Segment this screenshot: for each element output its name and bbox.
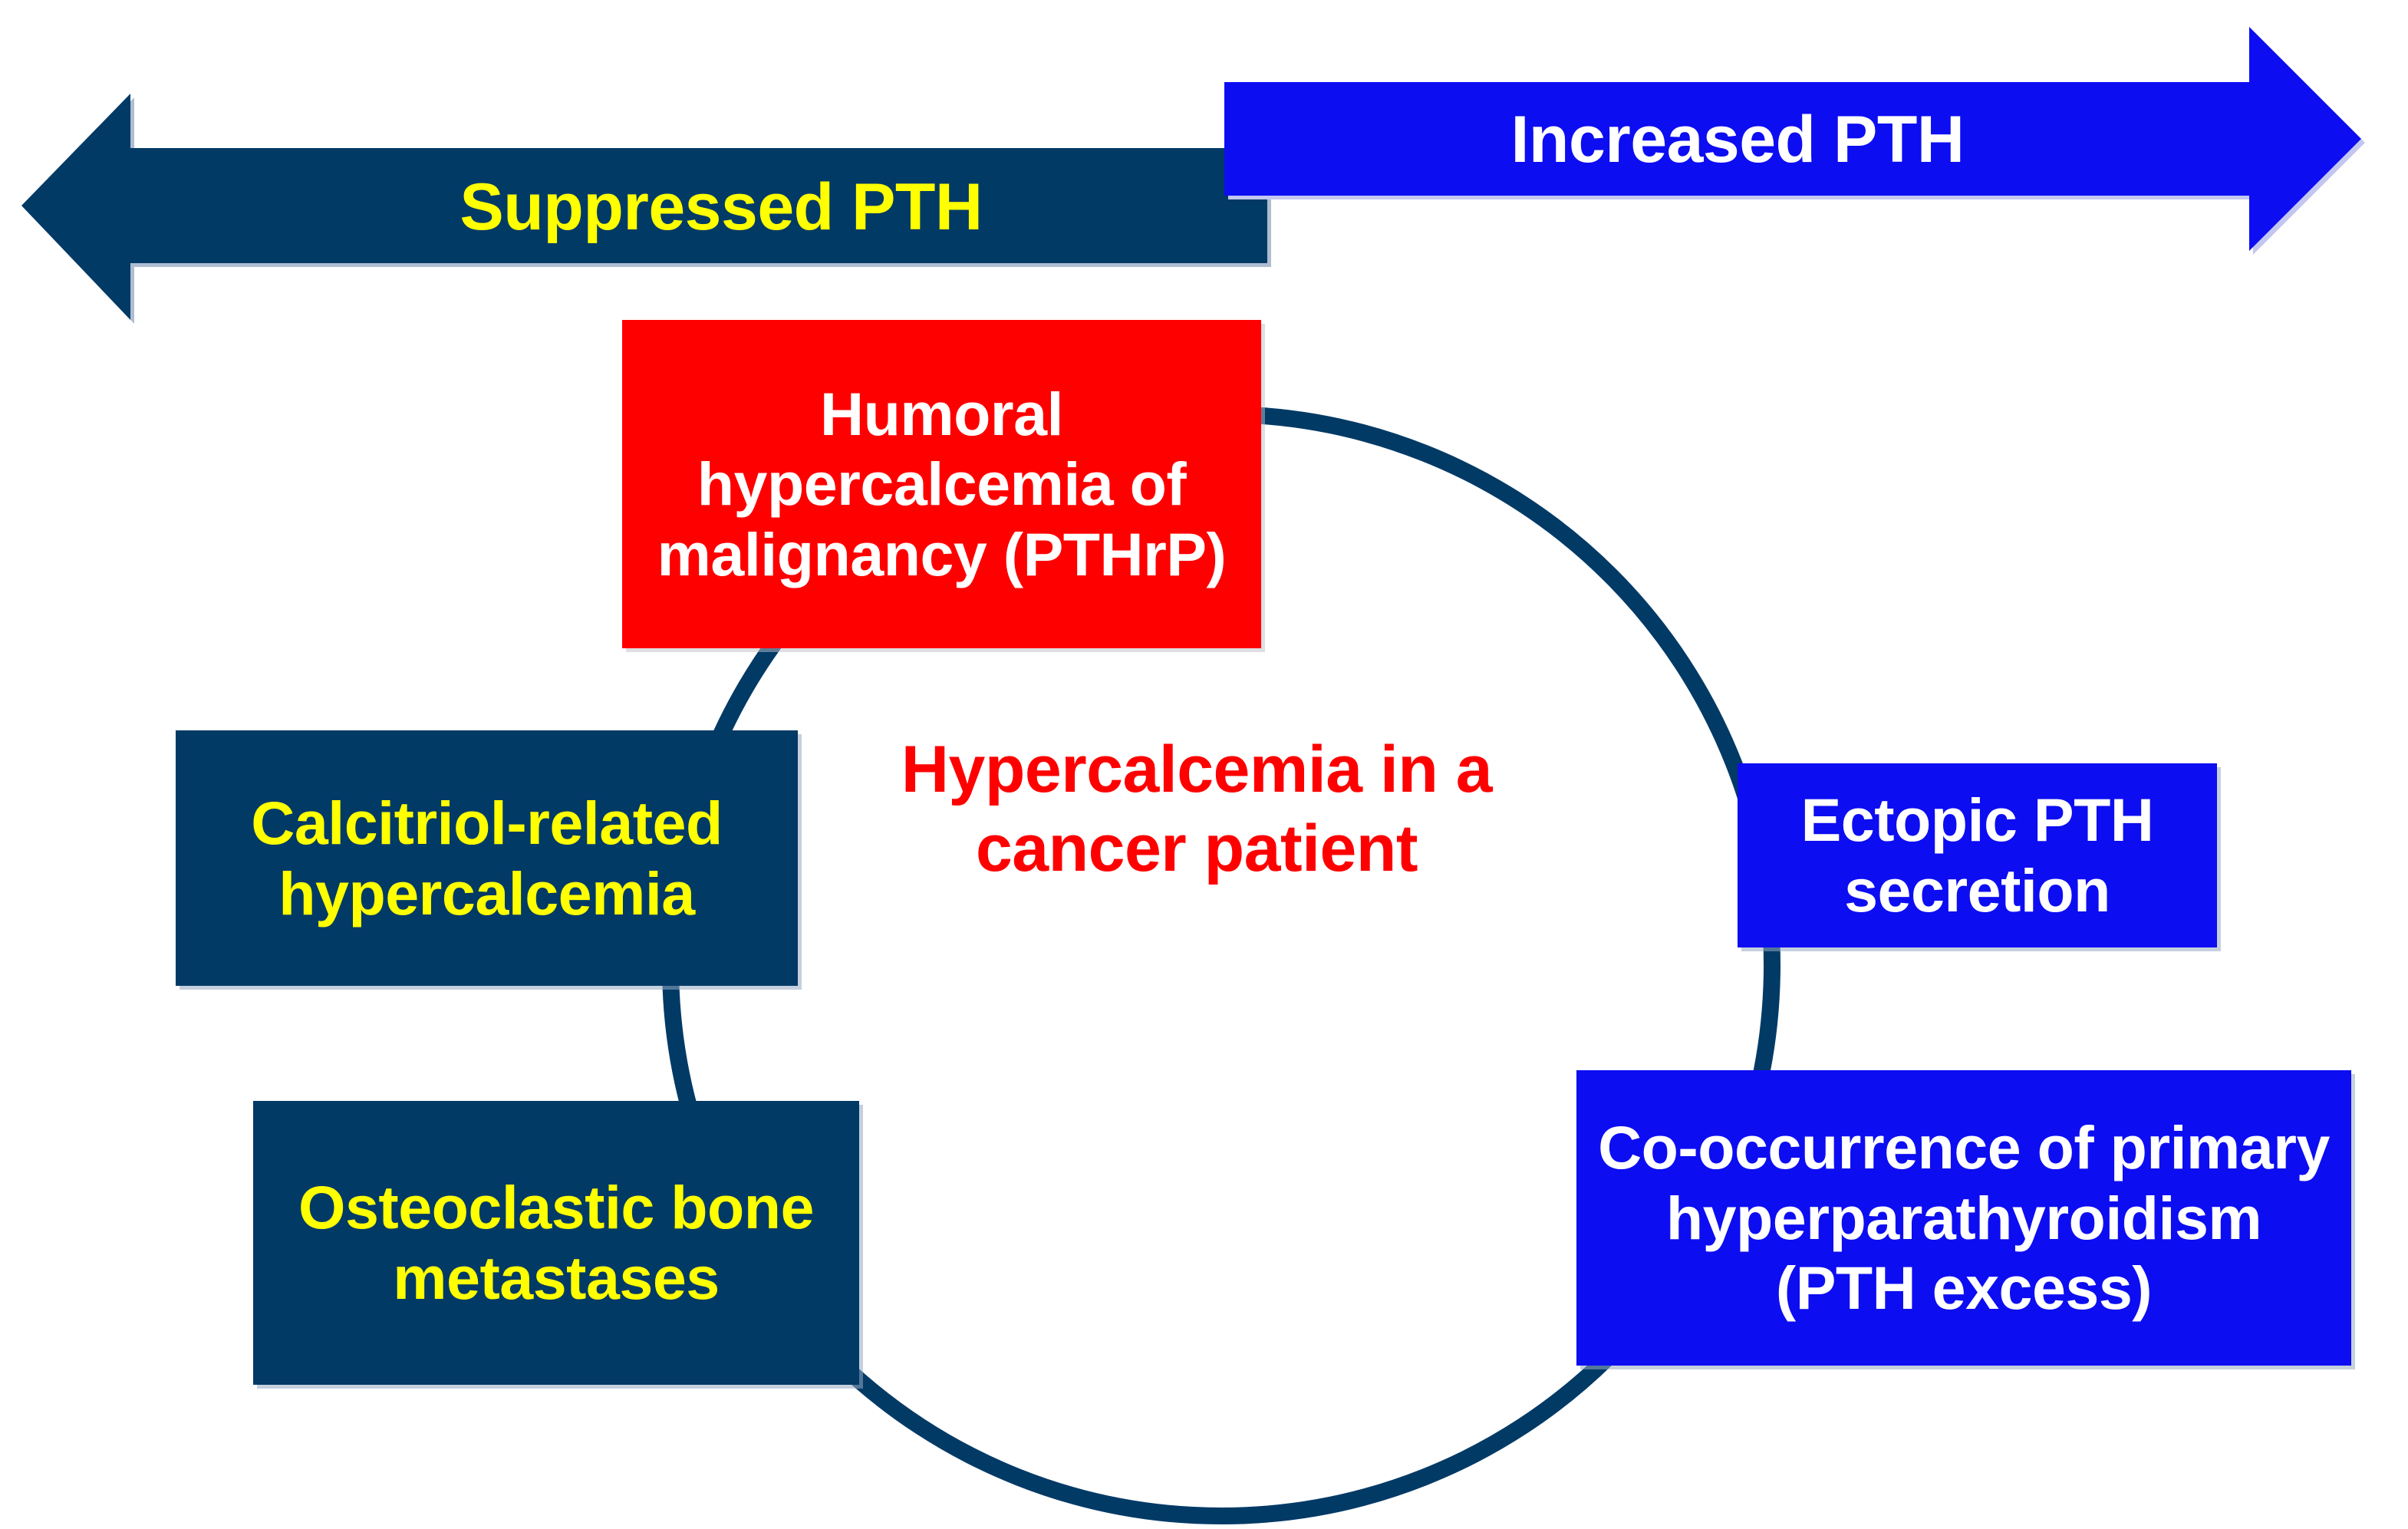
- increased-pth-arrow-label: Increased PTH: [1510, 102, 1965, 176]
- node-co-occurrence-primary-hyperparathyroidism: Co-occurrence of primary hyperparathyroi…: [1576, 1070, 2351, 1366]
- node-humoral-hypercalcemia: Humoral hypercalcemia of malignancy (PTH…: [622, 320, 1261, 648]
- node-osteoclastic-bone-metastases: Osteoclastic bone metastases: [253, 1101, 859, 1385]
- node-calcitriol-related: Calcitriol-related hypercalcemia: [176, 730, 798, 986]
- node-ectopic-pth-secretion: Ectopic PTH secretion: [1738, 763, 2217, 947]
- center-title: Hypercalcemia in a cancer patient: [901, 732, 1493, 885]
- suppressed-pth-arrow-label: Suppressed PTH: [460, 170, 983, 244]
